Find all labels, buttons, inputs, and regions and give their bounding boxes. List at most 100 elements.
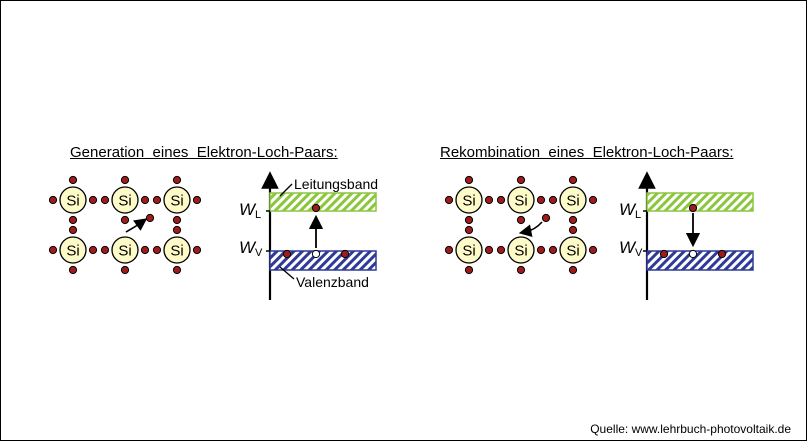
- wl-label-right: WL: [619, 200, 642, 221]
- electron: [100, 245, 110, 255]
- electron: [68, 265, 78, 275]
- silicon-atom: [163, 236, 191, 264]
- valence-band: [269, 250, 377, 271]
- conduction-band-label: Leitungsband: [294, 176, 379, 192]
- atom-label: Si: [462, 243, 475, 260]
- electron: [120, 175, 130, 185]
- electron: [588, 245, 598, 255]
- electron: [152, 245, 162, 255]
- electron: [484, 195, 494, 205]
- silicon-atom: [559, 236, 587, 264]
- electron: [541, 213, 551, 223]
- atom-label: Si: [118, 193, 131, 210]
- electron: [444, 245, 454, 255]
- electron: [140, 245, 150, 255]
- hole: [688, 249, 698, 259]
- generation-title: Generation eines Elektron-Loch-Paars:: [70, 144, 338, 161]
- electron: [145, 213, 155, 223]
- silicon-atom: [559, 186, 587, 214]
- silicon-atom: [507, 186, 535, 214]
- electron: [568, 225, 578, 235]
- wv-label-right: WV: [619, 238, 643, 259]
- band-diagram-recombination: [638, 171, 754, 300]
- hole: [311, 249, 321, 259]
- leader-line: [279, 266, 295, 280]
- atom-label: Si: [566, 243, 579, 260]
- wv-label-left: WV: [239, 238, 263, 259]
- electron: [68, 175, 78, 185]
- electron: [484, 245, 494, 255]
- electron: [340, 249, 350, 259]
- electron: [464, 225, 474, 235]
- electron: [172, 225, 182, 235]
- electron: [172, 175, 182, 185]
- electron: [120, 215, 130, 225]
- recombination-title: Rekombination eines Elektron-Loch-Paars:: [440, 144, 734, 161]
- atom-label: Si: [462, 193, 475, 210]
- electron: [496, 245, 506, 255]
- silicon-atom: [111, 236, 139, 264]
- electron: [548, 195, 558, 205]
- atom-label: Si: [170, 243, 183, 260]
- electron: [568, 215, 578, 225]
- conduction-band: [646, 192, 754, 212]
- source-credit: Quelle: www.lehrbuch-photovoltaik.de: [590, 422, 791, 436]
- leader-line: [279, 183, 293, 197]
- electron: [88, 195, 98, 205]
- electron: [464, 175, 474, 185]
- electron: [68, 215, 78, 225]
- electron: [100, 195, 110, 205]
- silicon-atom: [455, 236, 483, 264]
- electron: [140, 195, 150, 205]
- electron: [464, 265, 474, 275]
- silicon-atom: [111, 186, 139, 214]
- electron: [152, 195, 162, 205]
- conduction-band: [269, 192, 377, 212]
- electron: [548, 245, 558, 255]
- electron: [48, 245, 58, 255]
- atom-label: Si: [118, 243, 131, 260]
- electron: [172, 265, 182, 275]
- electron: [172, 215, 182, 225]
- electron: [282, 249, 292, 259]
- electron: [68, 225, 78, 235]
- atom-label: Si: [66, 243, 79, 260]
- electron: [88, 245, 98, 255]
- electron: [516, 175, 526, 185]
- atom-label: Si: [566, 193, 579, 210]
- electron: [568, 265, 578, 275]
- electron: [464, 215, 474, 225]
- atom-label: Si: [66, 193, 79, 210]
- band-diagram-generation: [261, 171, 377, 300]
- atom-label: Si: [514, 193, 527, 210]
- valence-band: [646, 250, 754, 271]
- silicon-atom: [59, 236, 87, 264]
- atom-label: Si: [514, 243, 527, 260]
- silicon-atom: [163, 186, 191, 214]
- recombination-arrow: [518, 221, 543, 238]
- electron: [311, 203, 321, 213]
- generation-arrow: [125, 218, 148, 233]
- electron: [516, 265, 526, 275]
- electron: [516, 215, 526, 225]
- electron: [536, 195, 546, 205]
- electron: [659, 249, 669, 259]
- electron: [496, 195, 506, 205]
- valence-band-label: Valenzband: [296, 274, 369, 290]
- electron: [717, 249, 727, 259]
- electron: [588, 195, 598, 205]
- atom-label: Si: [170, 193, 183, 210]
- electron: [192, 195, 202, 205]
- silicon-atom: [455, 186, 483, 214]
- wl-label-left: WL: [239, 200, 262, 221]
- electron: [120, 265, 130, 275]
- electron: [688, 203, 698, 213]
- silicon-atom: [59, 186, 87, 214]
- electron: [536, 245, 546, 255]
- electron: [568, 175, 578, 185]
- electron: [444, 195, 454, 205]
- electron: [192, 245, 202, 255]
